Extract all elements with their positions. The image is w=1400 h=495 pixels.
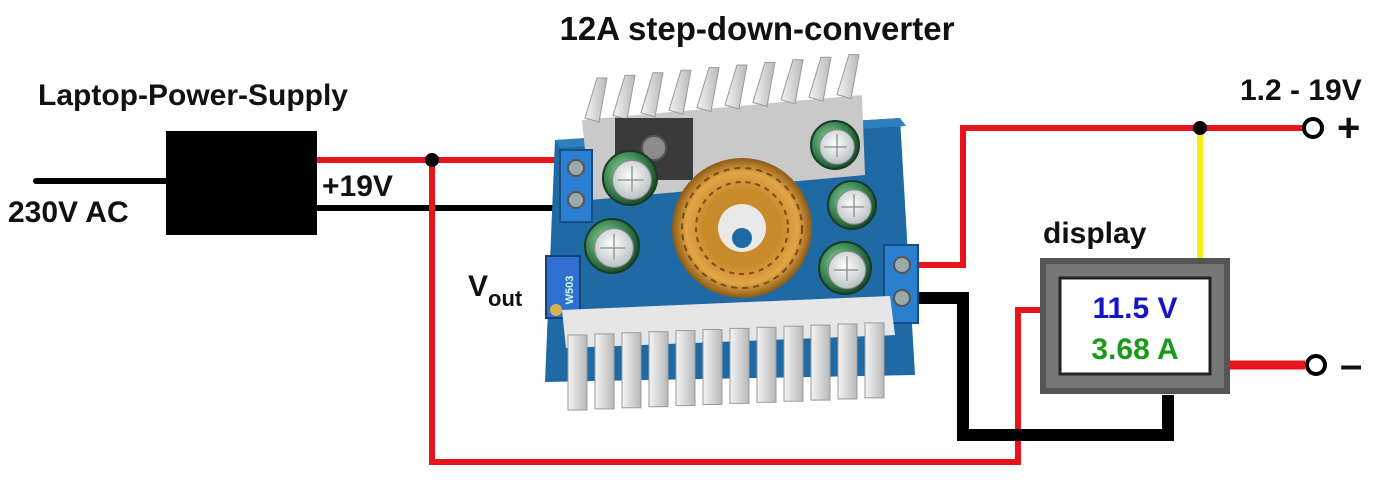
- converter-board: W503: [545, 54, 919, 411]
- heatsink-fin: [584, 77, 608, 123]
- display-current: 3.68 A: [1091, 333, 1178, 366]
- heatsink-fin: [621, 332, 642, 409]
- input-terminal-block: [559, 149, 593, 223]
- heatsink-fin: [780, 59, 804, 105]
- trim-potentiometer: W503: [545, 255, 581, 319]
- vout-main: V: [468, 270, 488, 303]
- heatsink-fin: [675, 330, 696, 407]
- heatsink-fin: [567, 334, 588, 411]
- pcb-marking: W503: [564, 276, 576, 305]
- heatsink-fin: [808, 56, 832, 102]
- capacitor: [584, 218, 640, 274]
- toroidal-inductor: [672, 158, 812, 298]
- display-label: display: [1043, 217, 1147, 250]
- capacitor: [810, 120, 860, 170]
- junction-dot: [425, 153, 439, 167]
- vout-sub: out: [488, 286, 523, 311]
- capacitor: [827, 180, 877, 230]
- dc-output-label: +19V: [322, 170, 393, 203]
- capacitor: [602, 150, 658, 206]
- heatsink-fin: [810, 324, 831, 401]
- heatsink-fin: [756, 326, 777, 403]
- heatsink-fin: [640, 72, 664, 118]
- heatsink-fin: [668, 69, 692, 115]
- output-range-label: 1.2 - 19V: [1240, 74, 1362, 107]
- ac-input-label: 230V AC: [8, 196, 129, 229]
- capacitor: [818, 241, 872, 295]
- heatsink-fin: [837, 323, 858, 400]
- front-heatsink: [562, 296, 895, 411]
- heatsink-fin: [836, 54, 860, 100]
- heatsink-fin: [729, 327, 750, 404]
- vout-label: Vout: [468, 270, 523, 311]
- heatsink-fin: [752, 61, 776, 108]
- heatsink-fin: [864, 322, 885, 399]
- minus-symbol: –: [1340, 343, 1362, 387]
- heatsink-fin: [783, 325, 804, 402]
- plus-symbol: +: [1337, 106, 1360, 150]
- output-plus-terminal: [1302, 117, 1324, 139]
- output-negative-wire: [908, 292, 1174, 441]
- heatsink-fin: [594, 333, 615, 410]
- heatsink-fin: [724, 64, 748, 110]
- output-minus-terminal: [1305, 354, 1327, 376]
- supply-label: Laptop-Power-Supply: [38, 79, 348, 112]
- diagram-title: 12A step-down-converter: [560, 10, 955, 47]
- display-voltage: 11.5 V: [1092, 292, 1177, 325]
- laptop-power-supply: [166, 131, 317, 235]
- heatsink-fin: [696, 67, 720, 113]
- display-module: 11.5 V 3.68 A: [1040, 258, 1230, 394]
- heatsink-fin: [648, 331, 669, 408]
- heatsink-fin: [612, 74, 636, 121]
- display-supply-wire: [429, 160, 1046, 465]
- output-positive-wire: [908, 125, 1305, 268]
- heatsink-fin: [702, 329, 723, 405]
- junction-dot: [1193, 121, 1207, 135]
